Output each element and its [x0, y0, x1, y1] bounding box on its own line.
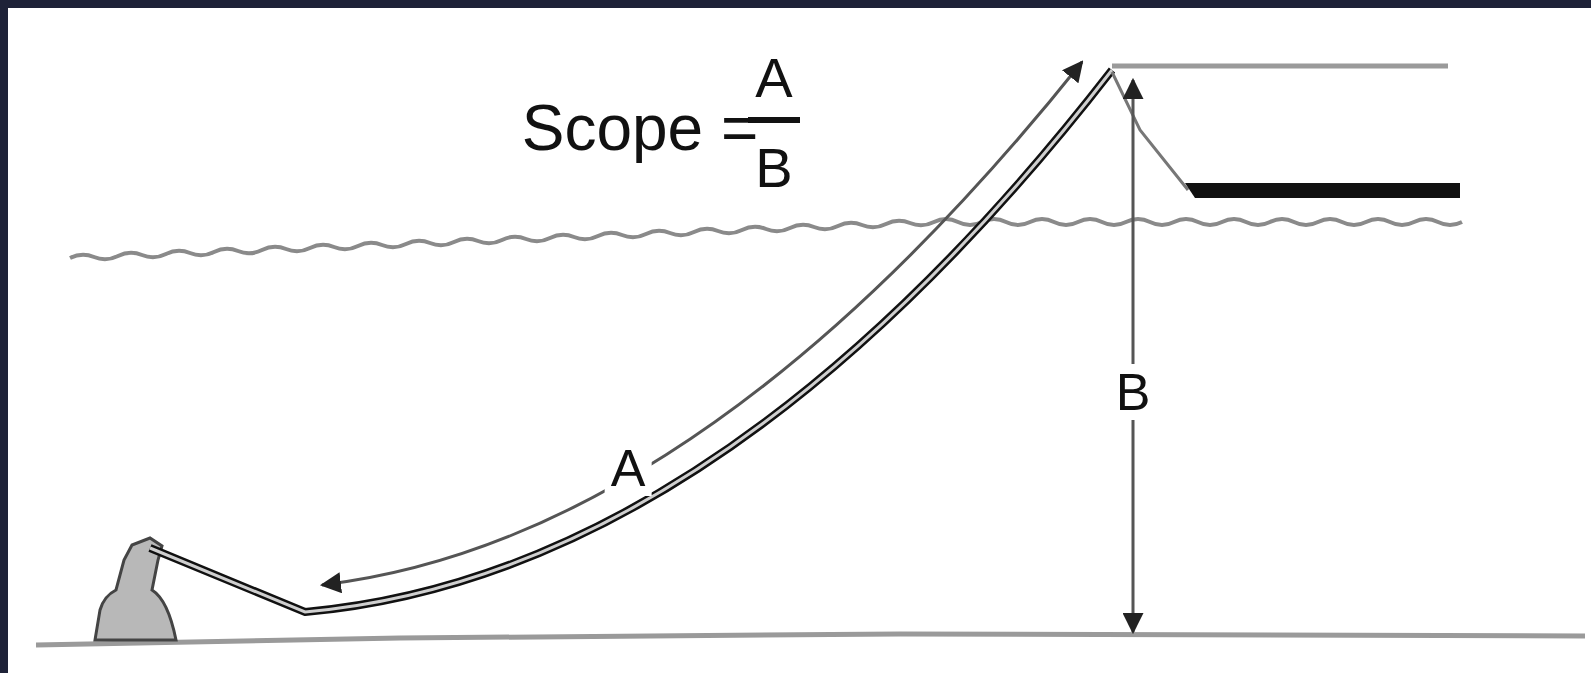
- sea-bed: [36, 634, 1585, 645]
- water-surface: [70, 219, 1462, 259]
- boat-hull-bottom: [1185, 183, 1460, 198]
- scope-formula: Scope =: [522, 96, 759, 160]
- anchor-rode-core: [150, 70, 1112, 612]
- boat-hull: [1112, 72, 1188, 190]
- dimension-line-b: [1132, 80, 1135, 632]
- fraction-numerator: A: [755, 50, 792, 106]
- anchor-rode: [150, 70, 1112, 612]
- dimension-line-a: [322, 62, 1082, 585]
- depth-label: B: [1110, 364, 1157, 420]
- boat-deck: [1112, 64, 1448, 69]
- rode-length-label: A: [605, 440, 652, 496]
- diagram-panel: [8, 8, 1591, 673]
- fraction-denominator: B: [755, 140, 792, 196]
